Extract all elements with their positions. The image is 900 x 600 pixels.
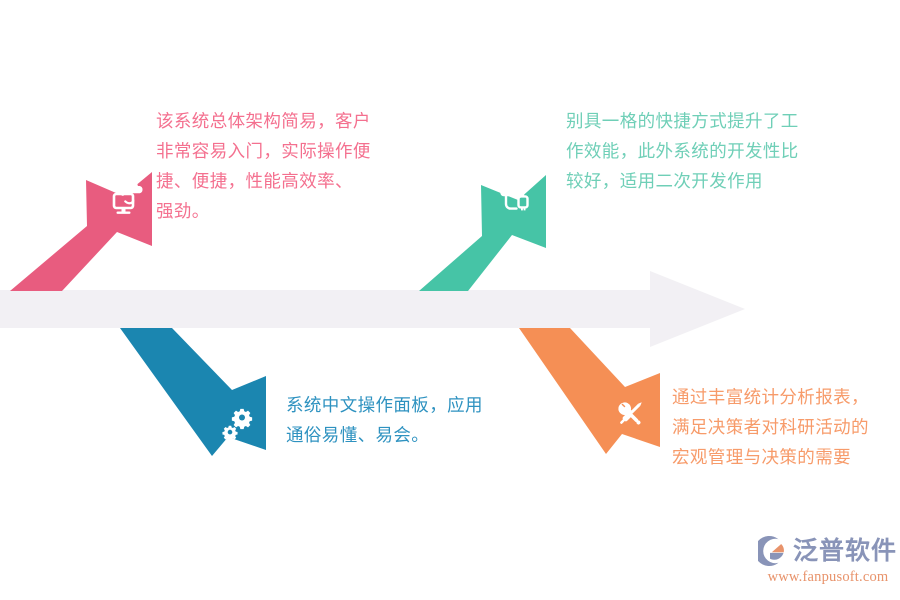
branch-arrow-2[interactable] — [419, 175, 546, 291]
spine-arrow — [0, 271, 745, 347]
spine-arrow-shape — [0, 271, 745, 347]
branch-arrow-3-shape — [120, 328, 266, 456]
branch-4-text: 通过丰富统计分析报表， 满足决策者对科研活动的 宏观管理与决策的需要 — [672, 387, 869, 468]
logo-fan-shape — [771, 544, 784, 553]
branch-arrow-1-shape — [10, 172, 152, 291]
logo-crescent-shape — [758, 536, 779, 566]
company-logo: 泛普软件 www.fanpusoft.com — [758, 534, 898, 590]
fanpu-logo-mark — [758, 536, 784, 566]
branch-2-text: 别具一格的快捷方式提升了工 作效能，此外系统的开发性比 较好，适用二次开发作用 — [566, 111, 799, 192]
wrench-screwdriver-icon — [618, 402, 642, 425]
cloud-monitor-icon — [112, 181, 143, 214]
branch-arrow-1[interactable] — [10, 172, 152, 291]
logo-base-shape — [770, 552, 784, 560]
branch-arrow-4-shape — [519, 328, 660, 454]
branch-3-text: 系统中文操作面板，应用 通俗易懂、易会。 — [286, 395, 483, 446]
gears-icon — [222, 408, 253, 441]
branch-arrow-4[interactable] — [519, 328, 660, 454]
branch-arrow-2-shape — [419, 175, 546, 291]
logo-company-name: 泛普软件 — [793, 537, 898, 565]
usb-cable-icon — [500, 181, 529, 211]
branch-1-text: 该系统总体架构简易，客户 非常容易入门，实际操作便 捷、便捷，性能高效率、 强劲… — [156, 111, 371, 222]
branch-arrow-3[interactable] — [120, 328, 266, 456]
logo-website-url: www.fanpusoft.com — [767, 569, 889, 585]
logo-row: 泛普软件 — [758, 534, 898, 568]
